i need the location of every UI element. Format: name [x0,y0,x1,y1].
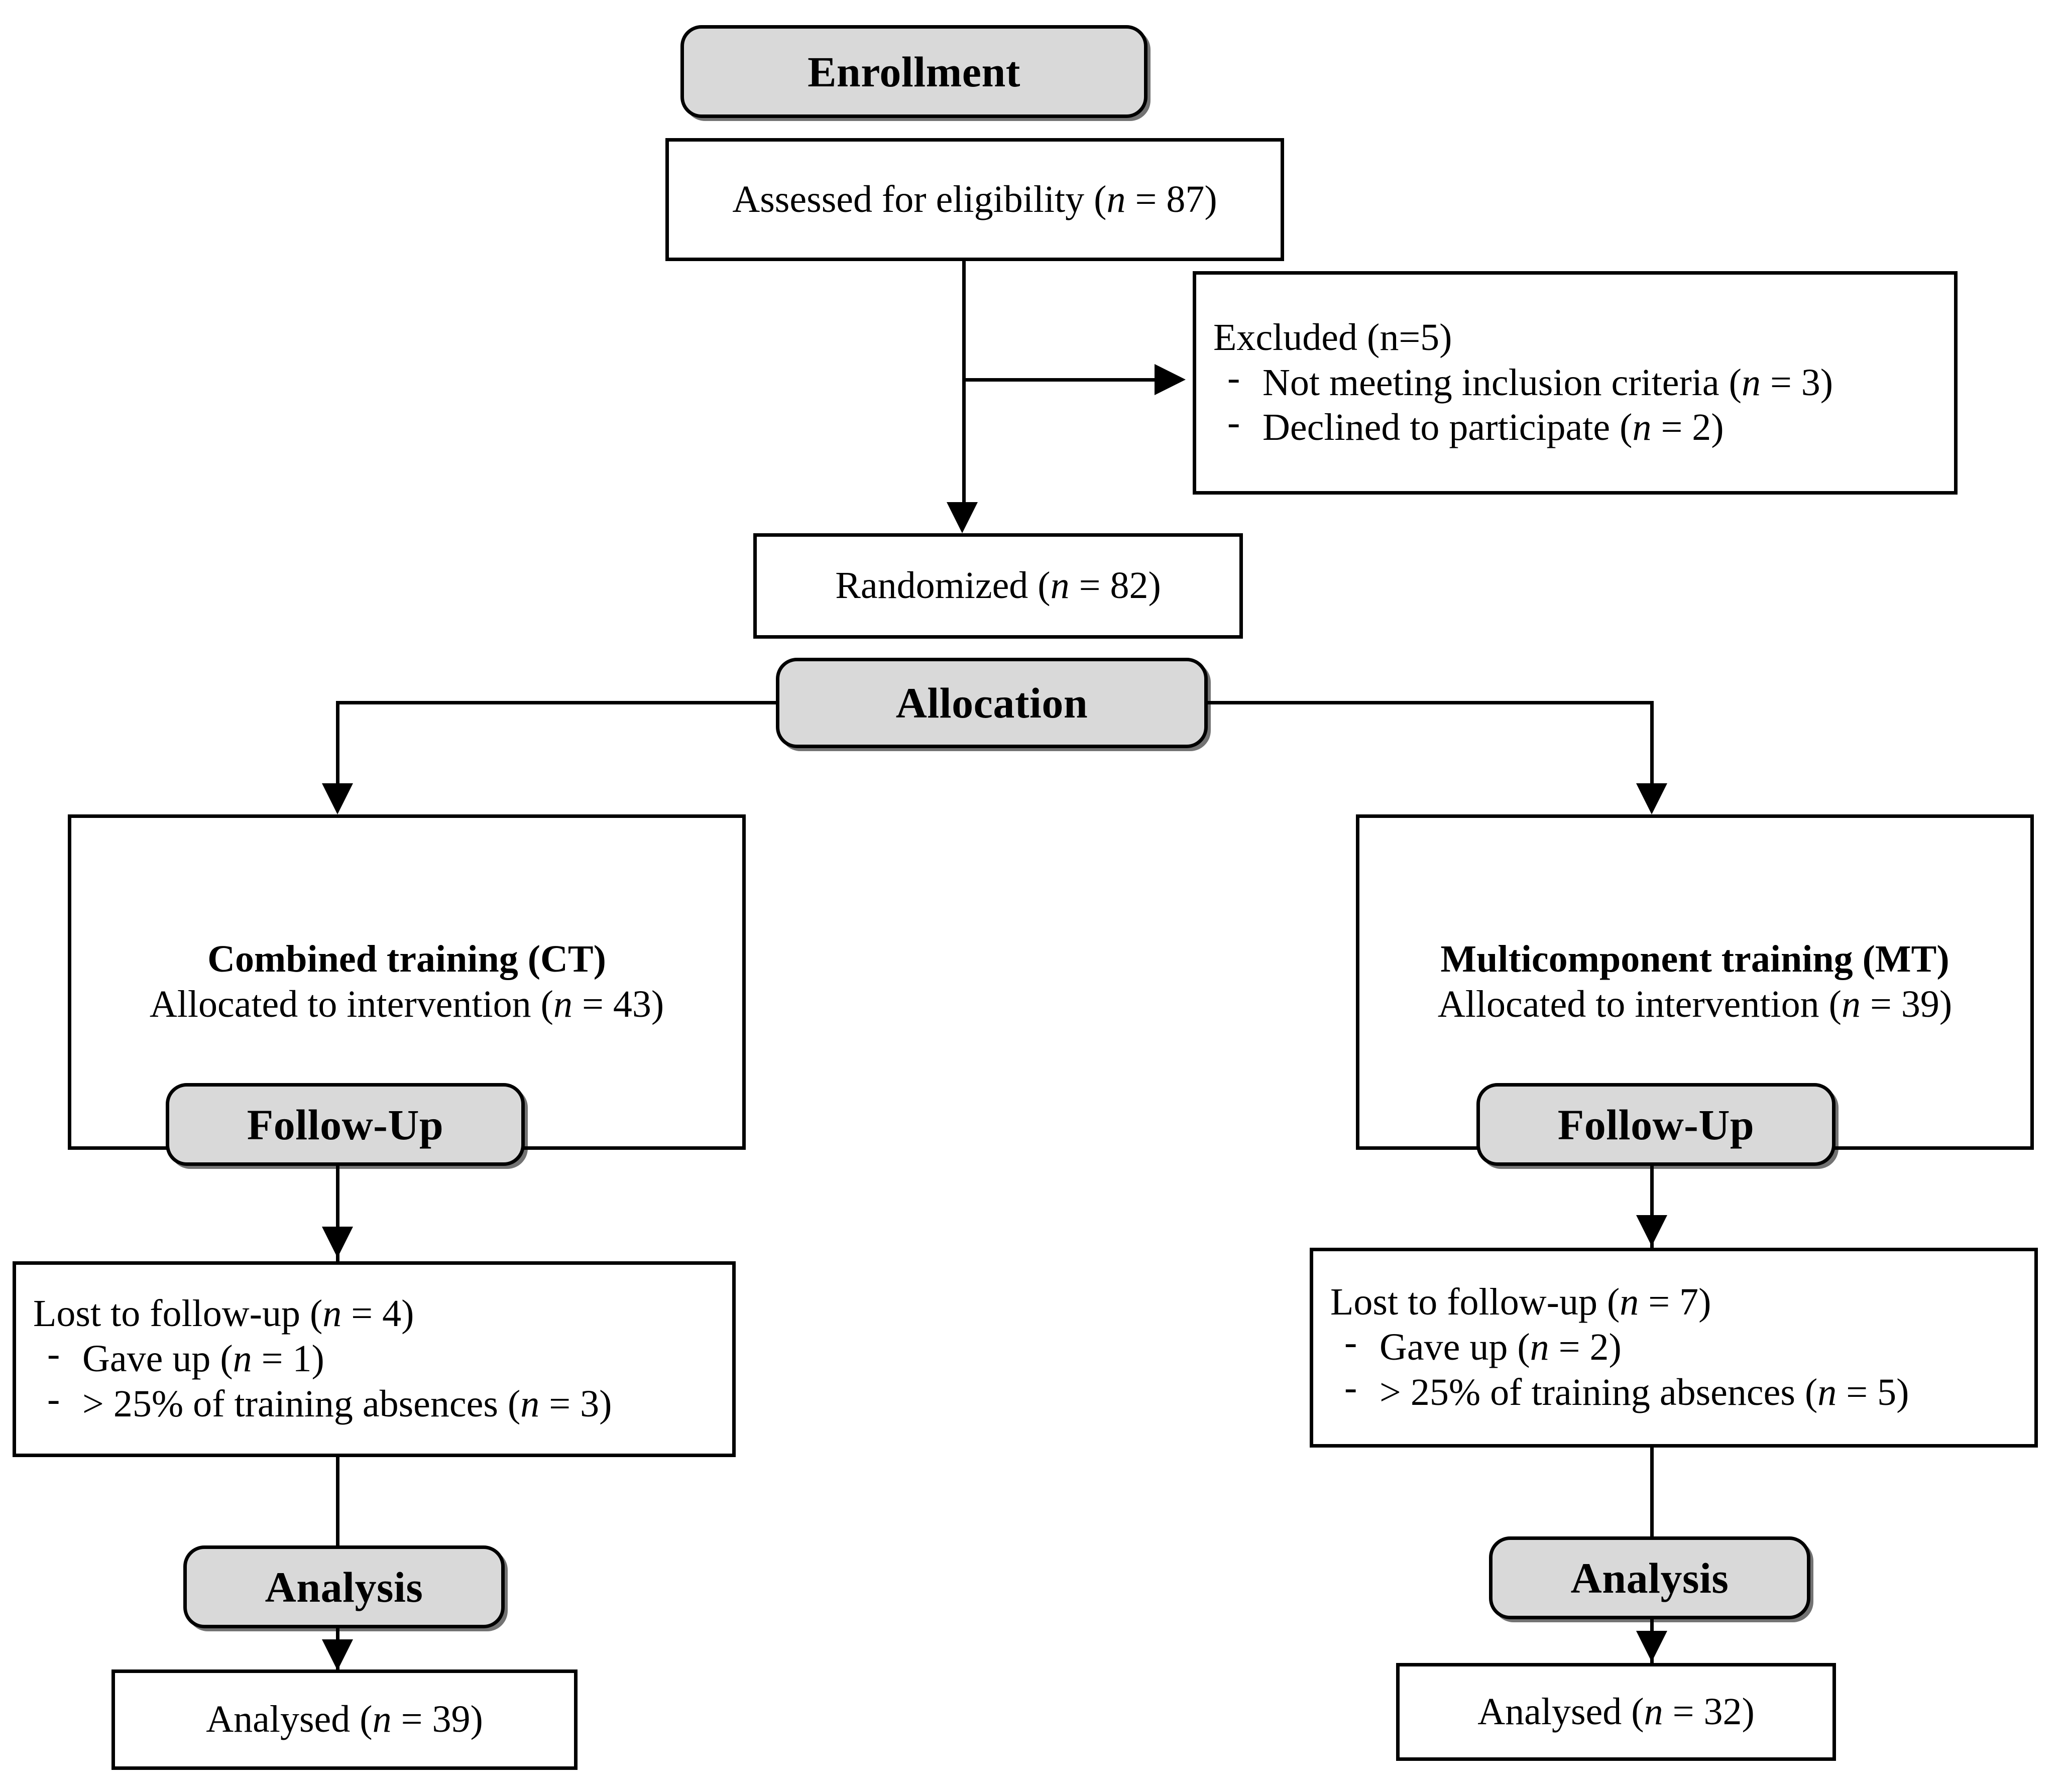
allocated-right-content: Multicomponent training (MT) Allocated t… [1359,937,2030,1027]
italic-n: n [1106,178,1126,220]
stage-label-followup-left: Follow-Up [247,1100,444,1149]
stage-badge-analysis-right: Analysis [1489,1536,1810,1619]
connector-assessed-to-randomized [962,261,966,502]
lost-right-content: Lost to follow-up (n = 7) - Gave up (n =… [1313,1280,2034,1415]
connector-lost-right-to-analysis [1650,1448,1654,1568]
italic-n: n [233,1338,252,1380]
connector-lost-left-to-analysis [336,1457,339,1578]
allocated-left-text: Allocated to intervention (n = 43) [149,983,664,1025]
lost-left-item-0-text: Gave up (n = 1) [82,1338,324,1380]
assessed-text: Assessed for eligibility (n = 87) [732,178,1217,220]
node-assessed-for-eligibility: Assessed for eligibility (n = 87) [665,138,1284,261]
arrowhead-to-excluded [1155,364,1186,395]
node-lost-to-followup-right: Lost to follow-up (n = 7) - Gave up (n =… [1310,1248,2038,1448]
italic-n: n [1644,1690,1663,1733]
excluded-item-1: - Declined to participate (n = 2) [1213,401,1937,450]
analysed-left-text: Analysed (n = 39) [206,1698,483,1741]
arrowhead-to-lost-right [1636,1215,1667,1246]
bullet-dash-icon: - [47,1377,60,1420]
allocated-left-title: Combined training (CT) [207,938,606,981]
lost-left-item-0: - Gave up (n = 1) [33,1333,715,1382]
lost-left-item-1-text: > 25% of training absences (n = 3) [82,1382,612,1425]
bullet-dash-icon: - [1227,356,1240,399]
bullet-dash-icon: - [1344,1321,1357,1364]
italic-n: n [520,1382,540,1425]
connector-ct-to-followup [336,1150,339,1280]
node-analysed-right: Analysed (n = 32) [1396,1663,1836,1761]
lost-left-item-1: - > 25% of training absences (n = 3) [33,1377,715,1427]
italic-n: n [1741,361,1761,404]
excluded-content: Excluded (n=5) - Not meeting inclusion c… [1196,315,1954,450]
italic-n: n [1530,1326,1549,1369]
allocated-right-title: Multicomponent training (MT) [1440,938,1949,981]
italic-n: n [1632,406,1652,449]
arrowhead-to-randomized [947,502,978,533]
stage-badge-allocation: Allocation [776,658,1208,748]
italic-n: n [1817,1371,1837,1413]
italic-n: n [1620,1281,1639,1324]
node-lost-to-followup-left: Lost to follow-up (n = 4) - Gave up (n =… [13,1261,736,1457]
lost-left-content: Lost to follow-up (n = 4) - Gave up (n =… [16,1291,732,1426]
allocated-left-content: Combined training (CT) Allocated to inte… [71,937,742,1027]
stage-badge-analysis-left: Analysis [183,1545,505,1628]
bullet-dash-icon: - [1344,1366,1357,1408]
node-randomized: Randomized (n = 82) [753,533,1243,639]
italic-n: n [1841,983,1861,1025]
allocated-right-text: Allocated to intervention (n = 39) [1437,983,1953,1025]
excluded-item-0: - Not meeting inclusion criteria (n = 3) [1213,356,1937,406]
arrowhead-to-ct-allocation [322,783,353,814]
lost-left-heading: Lost to follow-up (n = 4) [33,1292,414,1335]
stage-label-allocation: Allocation [895,679,1088,727]
excluded-heading: Excluded (n=5) [1213,316,1452,359]
arrowhead-to-analysed-left [322,1639,353,1670]
arrowhead-to-analysed-right [1636,1631,1667,1662]
randomized-text: Randomized (n = 82) [835,564,1161,607]
connector-allocation-right-horizontal [1206,701,1654,704]
stage-label-followup-right: Follow-Up [1557,1100,1755,1149]
connector-allocation-right-vertical [1650,701,1654,783]
connector-to-excluded [964,378,1155,382]
stage-badge-enrollment: Enrollment [680,25,1147,118]
italic-n: n [372,1698,392,1741]
arrowhead-to-lost-left [322,1227,353,1258]
node-analysed-left: Analysed (n = 39) [111,1669,578,1770]
lost-right-item-0: - Gave up (n = 2) [1330,1321,2017,1370]
stage-badge-followup-right: Follow-Up [1476,1083,1835,1166]
excluded-item-0-text: Not meeting inclusion criteria (n = 3) [1262,361,1833,404]
italic-n: n [1050,564,1070,607]
stage-label-analysis-right: Analysis [1570,1554,1729,1602]
arrowhead-to-mt-allocation [1636,783,1667,814]
excluded-item-1-text: Declined to participate (n = 2) [1262,406,1724,449]
italic-n: n [322,1292,342,1335]
stage-badge-followup-left: Follow-Up [166,1083,525,1166]
node-excluded: Excluded (n=5) - Not meeting inclusion c… [1193,271,1958,495]
stage-label-enrollment: Enrollment [808,47,1020,96]
connector-allocation-left-horizontal [336,701,778,704]
lost-right-heading: Lost to follow-up (n = 7) [1330,1281,1711,1324]
italic-n: n [553,983,572,1025]
lost-right-item-0-text: Gave up (n = 2) [1380,1326,1622,1369]
analysed-right-text: Analysed (n = 32) [1477,1690,1755,1733]
lost-right-item-1: - > 25% of training absences (n = 5) [1330,1366,2017,1415]
stage-label-analysis-left: Analysis [265,1563,423,1611]
lost-right-item-1-text: > 25% of training absences (n = 5) [1380,1371,1909,1413]
bullet-dash-icon: - [47,1333,60,1375]
bullet-dash-icon: - [1227,401,1240,444]
connector-allocation-left-vertical [336,701,339,783]
